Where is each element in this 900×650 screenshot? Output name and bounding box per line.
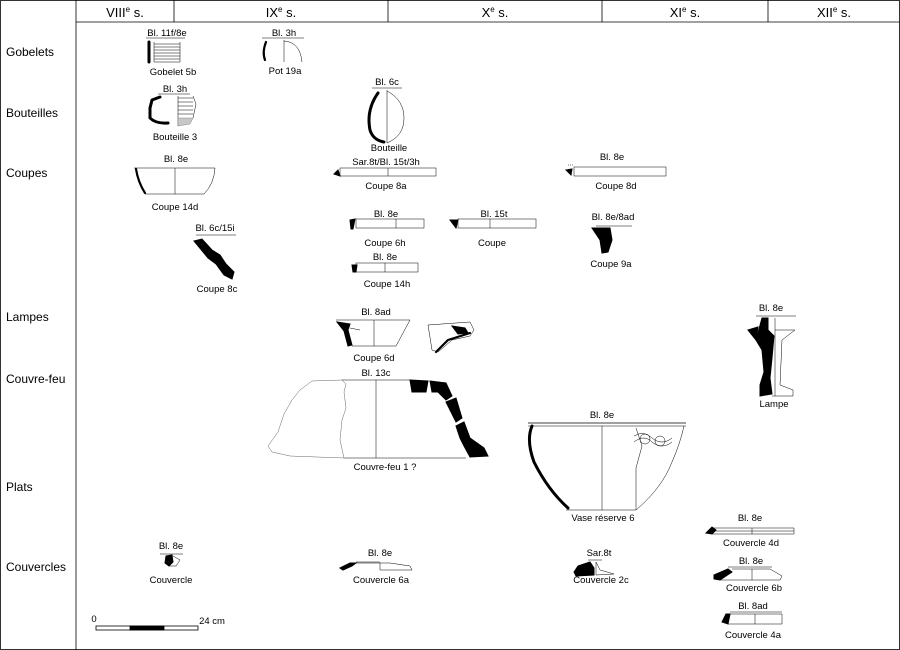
vessel-label: Gobelet 5b bbox=[150, 67, 196, 78]
category-labels: Gobelets Bouteilles Coupes Lampes Couvre… bbox=[6, 45, 66, 574]
vessel-label: Coupe 8a bbox=[365, 181, 407, 192]
scale-start-label: 0 bbox=[91, 614, 96, 625]
vessel-ref: Bl. 11f/8e bbox=[147, 28, 186, 39]
vessel-couvercle-6b: Bl. 8e Couvercle 6b bbox=[713, 556, 783, 594]
vessel-label: Couvercle 6b bbox=[726, 583, 782, 594]
category-couvercles: Couvercles bbox=[6, 560, 66, 574]
vessel-ref: Sar.8t/Bl. 15t/3h bbox=[352, 157, 420, 168]
vessel-bouteille: Bl. 6c Bouteille bbox=[367, 77, 407, 154]
vessel-label: Couvercle 2c bbox=[573, 575, 629, 586]
vessel-label: Couvre-feu 1 ? bbox=[354, 462, 417, 473]
vessel-ref: Bl. 8e/8ad bbox=[592, 212, 635, 223]
vessel-ref: Bl. 8e bbox=[759, 303, 783, 314]
vessel-couvre-feu: Bl. 13c Couvre-feu 1 ? bbox=[267, 368, 489, 473]
category-plats: Plats bbox=[6, 480, 33, 494]
century-header-x: Xe s. bbox=[482, 5, 509, 20]
vessel-coupe-6d: Bl. 8ad Coupe 6d bbox=[335, 307, 475, 364]
vessel-label: Coupe 8c bbox=[197, 284, 238, 295]
vessel-label: Lampe bbox=[759, 399, 788, 410]
vessel-ref: Bl. 8e bbox=[368, 548, 392, 559]
vessel-ref: Bl. 8ad bbox=[738, 601, 768, 612]
vessel-gobelet-5b: Bl. 11f/8e Gobelet 5b bbox=[146, 28, 196, 78]
vessel-ref: Bl. 8e bbox=[164, 154, 188, 165]
vessel-ref: Bl. 8e bbox=[600, 152, 624, 163]
vessel-label: Couvercle 4a bbox=[725, 630, 782, 641]
vessel-label: Vase réserve 6 bbox=[571, 513, 634, 524]
vessel-ref: Bl. 8e bbox=[739, 556, 763, 567]
vessel-label: Bouteille bbox=[371, 143, 407, 154]
scale-bar: 0 24 cm bbox=[91, 614, 225, 631]
vessel-label: Coupe 6h bbox=[364, 238, 405, 249]
vessel-coupe-9a: Bl. 8e/8ad Coupe 9a bbox=[590, 212, 634, 270]
vessel-ref: Bl. 3h bbox=[163, 84, 187, 95]
vessel-coupe-8a: Sar.8t/Bl. 15t/3h Coupe 8a bbox=[333, 157, 437, 192]
century-header-ix: IXe s. bbox=[266, 5, 296, 20]
vessel-coupe-8c: Bl. 6c/15i Coupe 8c bbox=[193, 223, 238, 295]
vessel-ref: Bl. 8e bbox=[159, 541, 183, 552]
category-lampes: Lampes bbox=[6, 310, 49, 324]
vessel-ref: Bl. 8e bbox=[374, 209, 398, 220]
vessel-coupe-8d: Bl. 8e Coupe 8d bbox=[564, 152, 667, 192]
vessel-couvercle-4a: Bl. 8ad Couvercle 4a bbox=[721, 601, 783, 641]
vessel-ref: Bl. 8e bbox=[373, 252, 397, 263]
vessel-vase-reserve: Bl. 8e Vase réserve 6 bbox=[527, 410, 686, 524]
scale-end-label: 24 cm bbox=[199, 616, 225, 627]
century-header-xi: XIe s. bbox=[670, 5, 700, 20]
vessel-label: Coupe 6d bbox=[353, 353, 394, 364]
category-bouteilles: Bouteilles bbox=[6, 106, 58, 120]
century-header-viii: VIIIe s. bbox=[106, 5, 144, 20]
vessel-ref: Bl. 8ad bbox=[361, 307, 391, 318]
vessel-label: Bouteille 3 bbox=[153, 132, 197, 143]
vessel-ref: Bl. 6c/15i bbox=[195, 223, 234, 234]
vessel-label: Coupe 9a bbox=[590, 259, 632, 270]
vessel-ref: Bl. 15t bbox=[481, 209, 508, 220]
vessel-coupe-14h: Bl. 8e Coupe 14h bbox=[351, 252, 419, 290]
vessel-label: Coupe 14d bbox=[152, 202, 198, 213]
vessel-couvercle-6a: Bl. 8e Couvercle 6a bbox=[339, 548, 413, 586]
vessel-label: Couvercle bbox=[150, 575, 193, 586]
vessel-ref: Bl. 8e bbox=[590, 410, 614, 421]
vessel-bouteille-3: Bl. 3h Bouteille 3 bbox=[148, 84, 197, 143]
vessel-couvercle: Bl. 8e Couvercle bbox=[150, 541, 193, 586]
vessel-label: Pot 19a bbox=[269, 66, 302, 77]
vessel-label: Coupe 14h bbox=[364, 279, 410, 290]
vessel-ref: Bl. 3h bbox=[272, 28, 296, 39]
category-coupes: Coupes bbox=[6, 166, 47, 180]
vessel-label: Coupe bbox=[478, 238, 506, 249]
vessel-lampe: Bl. 8e Lampe bbox=[747, 303, 796, 410]
century-headers: VIIIe s. IXe s. Xe s. XIe s. XIIe s. bbox=[106, 5, 851, 20]
vessel-label: Couvercle 6a bbox=[353, 575, 410, 586]
vessel-couvercle-4d: Bl. 8e Couvercle 4d bbox=[704, 513, 795, 549]
category-gobelets: Gobelets bbox=[6, 45, 54, 59]
vessel-coupe-14d: Bl. 8e Coupe 14d bbox=[134, 154, 216, 213]
vessel-coupe-6h: Bl. 8e Coupe 6h bbox=[349, 209, 425, 249]
vessel-label: Couvercle 4d bbox=[723, 538, 779, 549]
century-header-xii: XIIe s. bbox=[817, 5, 851, 20]
vessel-ref: Bl. 13c bbox=[361, 368, 390, 379]
vessel-coupe-15t: Bl. 15t Coupe bbox=[449, 209, 537, 249]
vessel-label: Coupe 8d bbox=[595, 181, 636, 192]
vessel-couvercle-2c: Sar.8t Couvercle 2c bbox=[573, 548, 629, 586]
category-couvre-feu: Couvre-feu bbox=[6, 372, 65, 386]
vessel-pot-19a: Bl. 3h Pot 19a bbox=[262, 28, 304, 77]
vessel-ref: Sar.8t bbox=[587, 548, 612, 559]
vessel-ref: Bl. 8e bbox=[738, 513, 762, 524]
vessel-ref: Bl. 6c bbox=[375, 77, 399, 88]
